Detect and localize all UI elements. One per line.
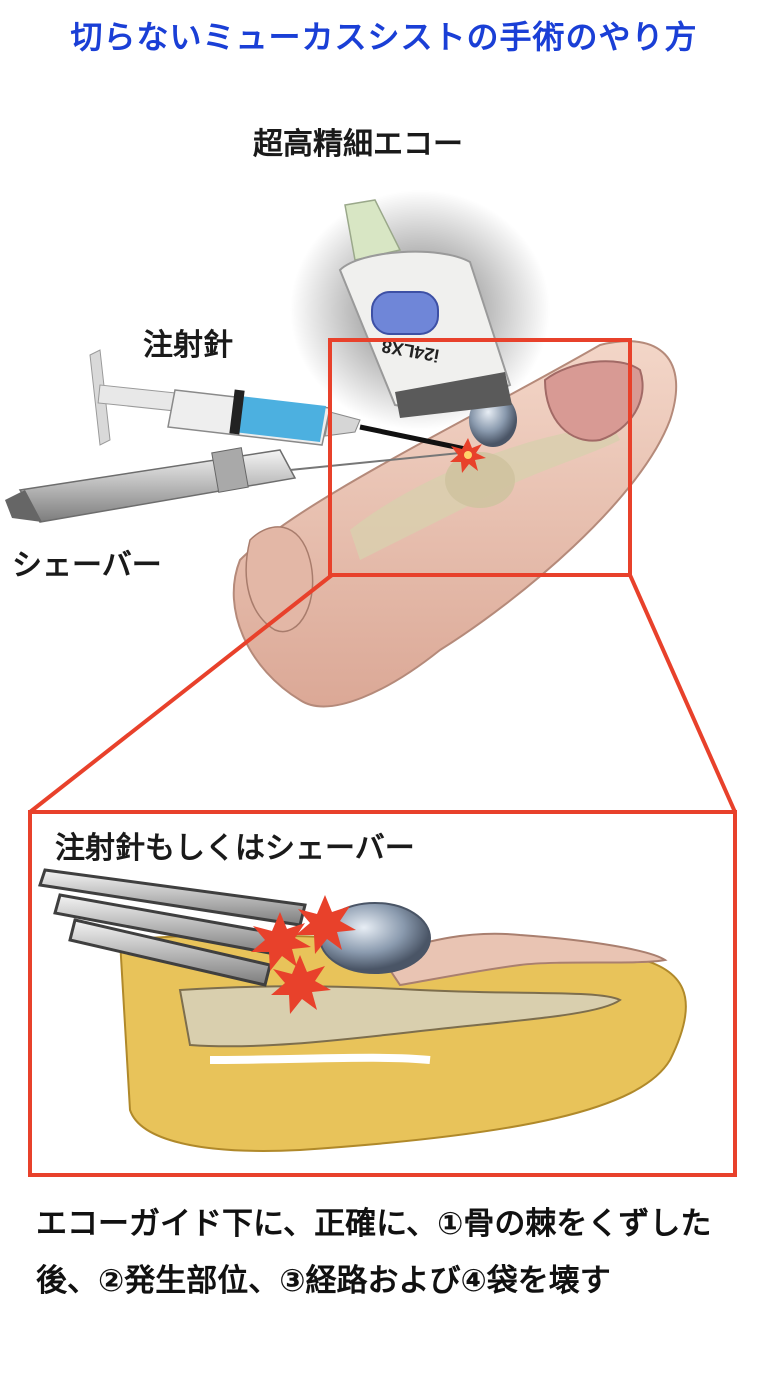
zoom-line-right <box>628 574 737 813</box>
label-shaver: シェーバー <box>12 548 162 583</box>
label-echo: 超高精細エコー <box>253 127 463 162</box>
procedure-caption: エコーガイド下に、正確に、①骨の棘をくずした後、②発生部位、③経路および④袋を壊… <box>36 1206 712 1299</box>
skin-top <box>378 932 668 987</box>
label-inset-instruments: 注射針もしくはシェーバー <box>55 831 415 866</box>
ultrasound-probe: i24LX8 <box>290 190 550 430</box>
shaver-device <box>5 447 471 523</box>
zoom-indicator <box>28 338 737 1177</box>
label-needle: 注射針 <box>143 328 233 363</box>
impact-starburst-inset <box>251 895 356 1014</box>
tendon <box>209 1053 431 1064</box>
zoom-frame <box>328 338 632 577</box>
syringe <box>89 349 471 453</box>
page-title: 切らないミューカスシストの手術のやり方 <box>70 18 698 56</box>
fingernail <box>543 360 644 442</box>
impact-starburst-upper <box>450 438 486 473</box>
inset-frame <box>28 810 737 1177</box>
zoom-line-left <box>28 573 334 814</box>
